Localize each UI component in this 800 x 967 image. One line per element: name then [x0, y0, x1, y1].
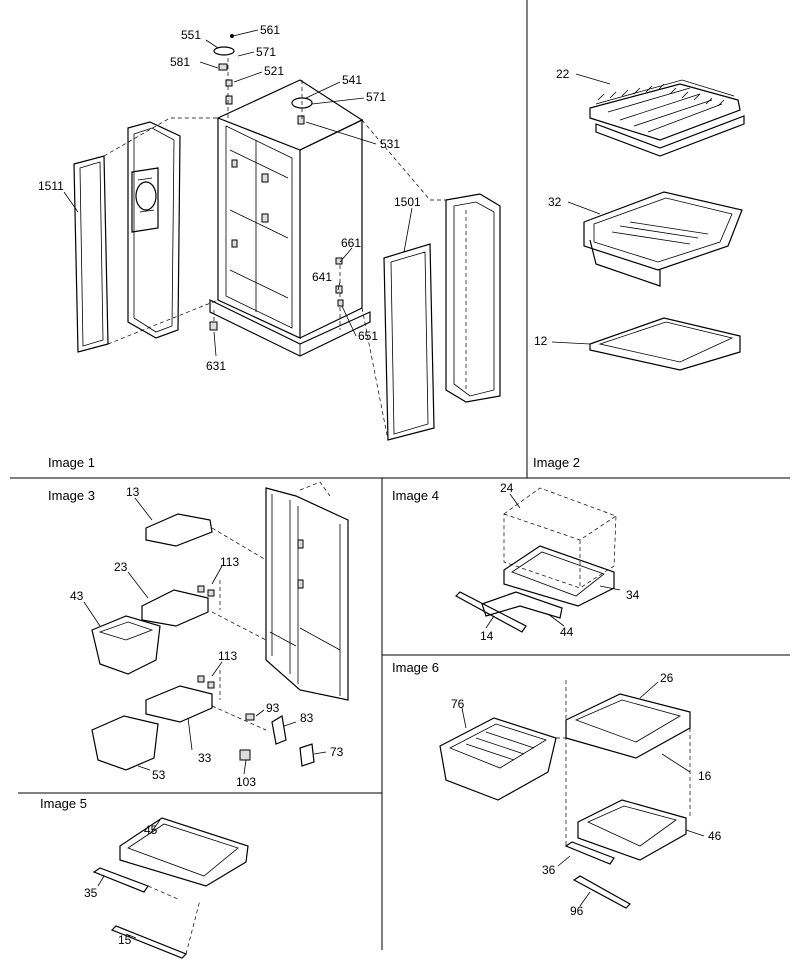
- clip-103: [239, 749, 251, 761]
- shelf-34: [503, 545, 615, 607]
- right-door-gasket: [383, 243, 435, 441]
- callout-551: 551: [181, 28, 201, 42]
- panel-caption-1: Image 1: [48, 455, 95, 470]
- callout-113-lower: 113: [218, 649, 237, 663]
- screw-93: [245, 713, 255, 721]
- panel-6-drawing: [439, 680, 705, 909]
- trim-96: [572, 875, 631, 909]
- panel-caption-2: Image 2: [533, 455, 580, 470]
- callout-45: 45: [144, 823, 158, 837]
- callout-1501: 1501: [394, 195, 421, 209]
- cabinet-outline: [265, 481, 349, 701]
- crisper-drawer: [583, 191, 743, 287]
- glass-shelf: [589, 317, 741, 371]
- callout-36: 36: [542, 863, 556, 877]
- callout-73: 73: [330, 745, 344, 759]
- trim-36: [564, 841, 615, 865]
- shelf-45: [119, 817, 249, 887]
- hinge-cover: [213, 46, 235, 56]
- callout-43: 43: [70, 589, 84, 603]
- callout-24: 24: [500, 481, 514, 495]
- shelf-46: [577, 799, 687, 861]
- callout-631: 631: [206, 359, 226, 373]
- callout-32: 32: [548, 195, 562, 209]
- panel-5-drawing: [92, 817, 249, 959]
- callout-22: 22: [556, 67, 570, 81]
- callout-14: 14: [480, 629, 494, 643]
- callout-521: 521: [264, 64, 284, 78]
- callout-46: 46: [708, 829, 722, 843]
- right-door: [445, 193, 501, 403]
- callout-531: 531: [380, 137, 400, 151]
- shelf-23: [141, 589, 209, 627]
- left-door: [127, 121, 181, 339]
- callout-103: 103: [236, 775, 256, 789]
- callout-571-top: 571: [256, 45, 276, 59]
- shelf-13: [145, 513, 213, 547]
- wine-rack: [589, 79, 745, 157]
- callout-93: 93: [266, 701, 280, 715]
- callout-23: 23: [114, 560, 128, 574]
- shelf-26: [565, 693, 691, 759]
- hinge-screw: [218, 63, 228, 71]
- trim-44: [481, 591, 563, 619]
- bracket-73: [299, 743, 315, 767]
- callout-12: 12: [534, 334, 548, 348]
- drawer-53: [91, 715, 159, 771]
- callout-33: 33: [198, 751, 212, 765]
- drawer-76: [439, 717, 557, 801]
- left-door-gasket: [73, 155, 109, 353]
- callout-561: 561: [260, 23, 280, 37]
- callout-26: 26: [660, 671, 674, 685]
- panel-3-drawing: [83, 481, 349, 775]
- drawer-43: [91, 615, 161, 675]
- callout-661: 661: [341, 236, 361, 250]
- panel-caption-4: Image 4: [392, 488, 439, 503]
- callout-44: 44: [560, 625, 574, 639]
- panel-2-drawing: [551, 73, 745, 371]
- callout-16: 16: [698, 769, 712, 783]
- panel-caption-3: Image 3: [48, 488, 95, 503]
- shelf-33: [145, 685, 213, 723]
- callout-34: 34: [626, 588, 640, 602]
- callout-76: 76: [451, 697, 465, 711]
- callout-113-upper: 113: [220, 555, 239, 569]
- bracket-83: [271, 715, 287, 745]
- callout-35: 35: [84, 886, 98, 900]
- callout-96: 96: [570, 904, 584, 918]
- callout-83: 83: [300, 711, 314, 725]
- callout-13: 13: [126, 485, 140, 499]
- callout-571-right: 571: [366, 90, 386, 104]
- panel-caption-6: Image 6: [392, 660, 439, 675]
- trim-14: [455, 591, 527, 633]
- callout-581: 581: [170, 55, 190, 69]
- trim-35: [92, 867, 149, 893]
- panel-4-drawing: [455, 487, 621, 633]
- callout-15: 15: [118, 933, 132, 947]
- callout-641: 641: [312, 270, 332, 284]
- callout-1511: 1511: [38, 179, 64, 193]
- panel-1-drawing: [63, 29, 501, 441]
- callout-541: 541: [342, 73, 362, 87]
- callout-53: 53: [152, 768, 166, 782]
- callout-651: 651: [358, 329, 378, 343]
- panel-dividers: [10, 0, 790, 950]
- panel-caption-5: Image 5: [40, 796, 87, 811]
